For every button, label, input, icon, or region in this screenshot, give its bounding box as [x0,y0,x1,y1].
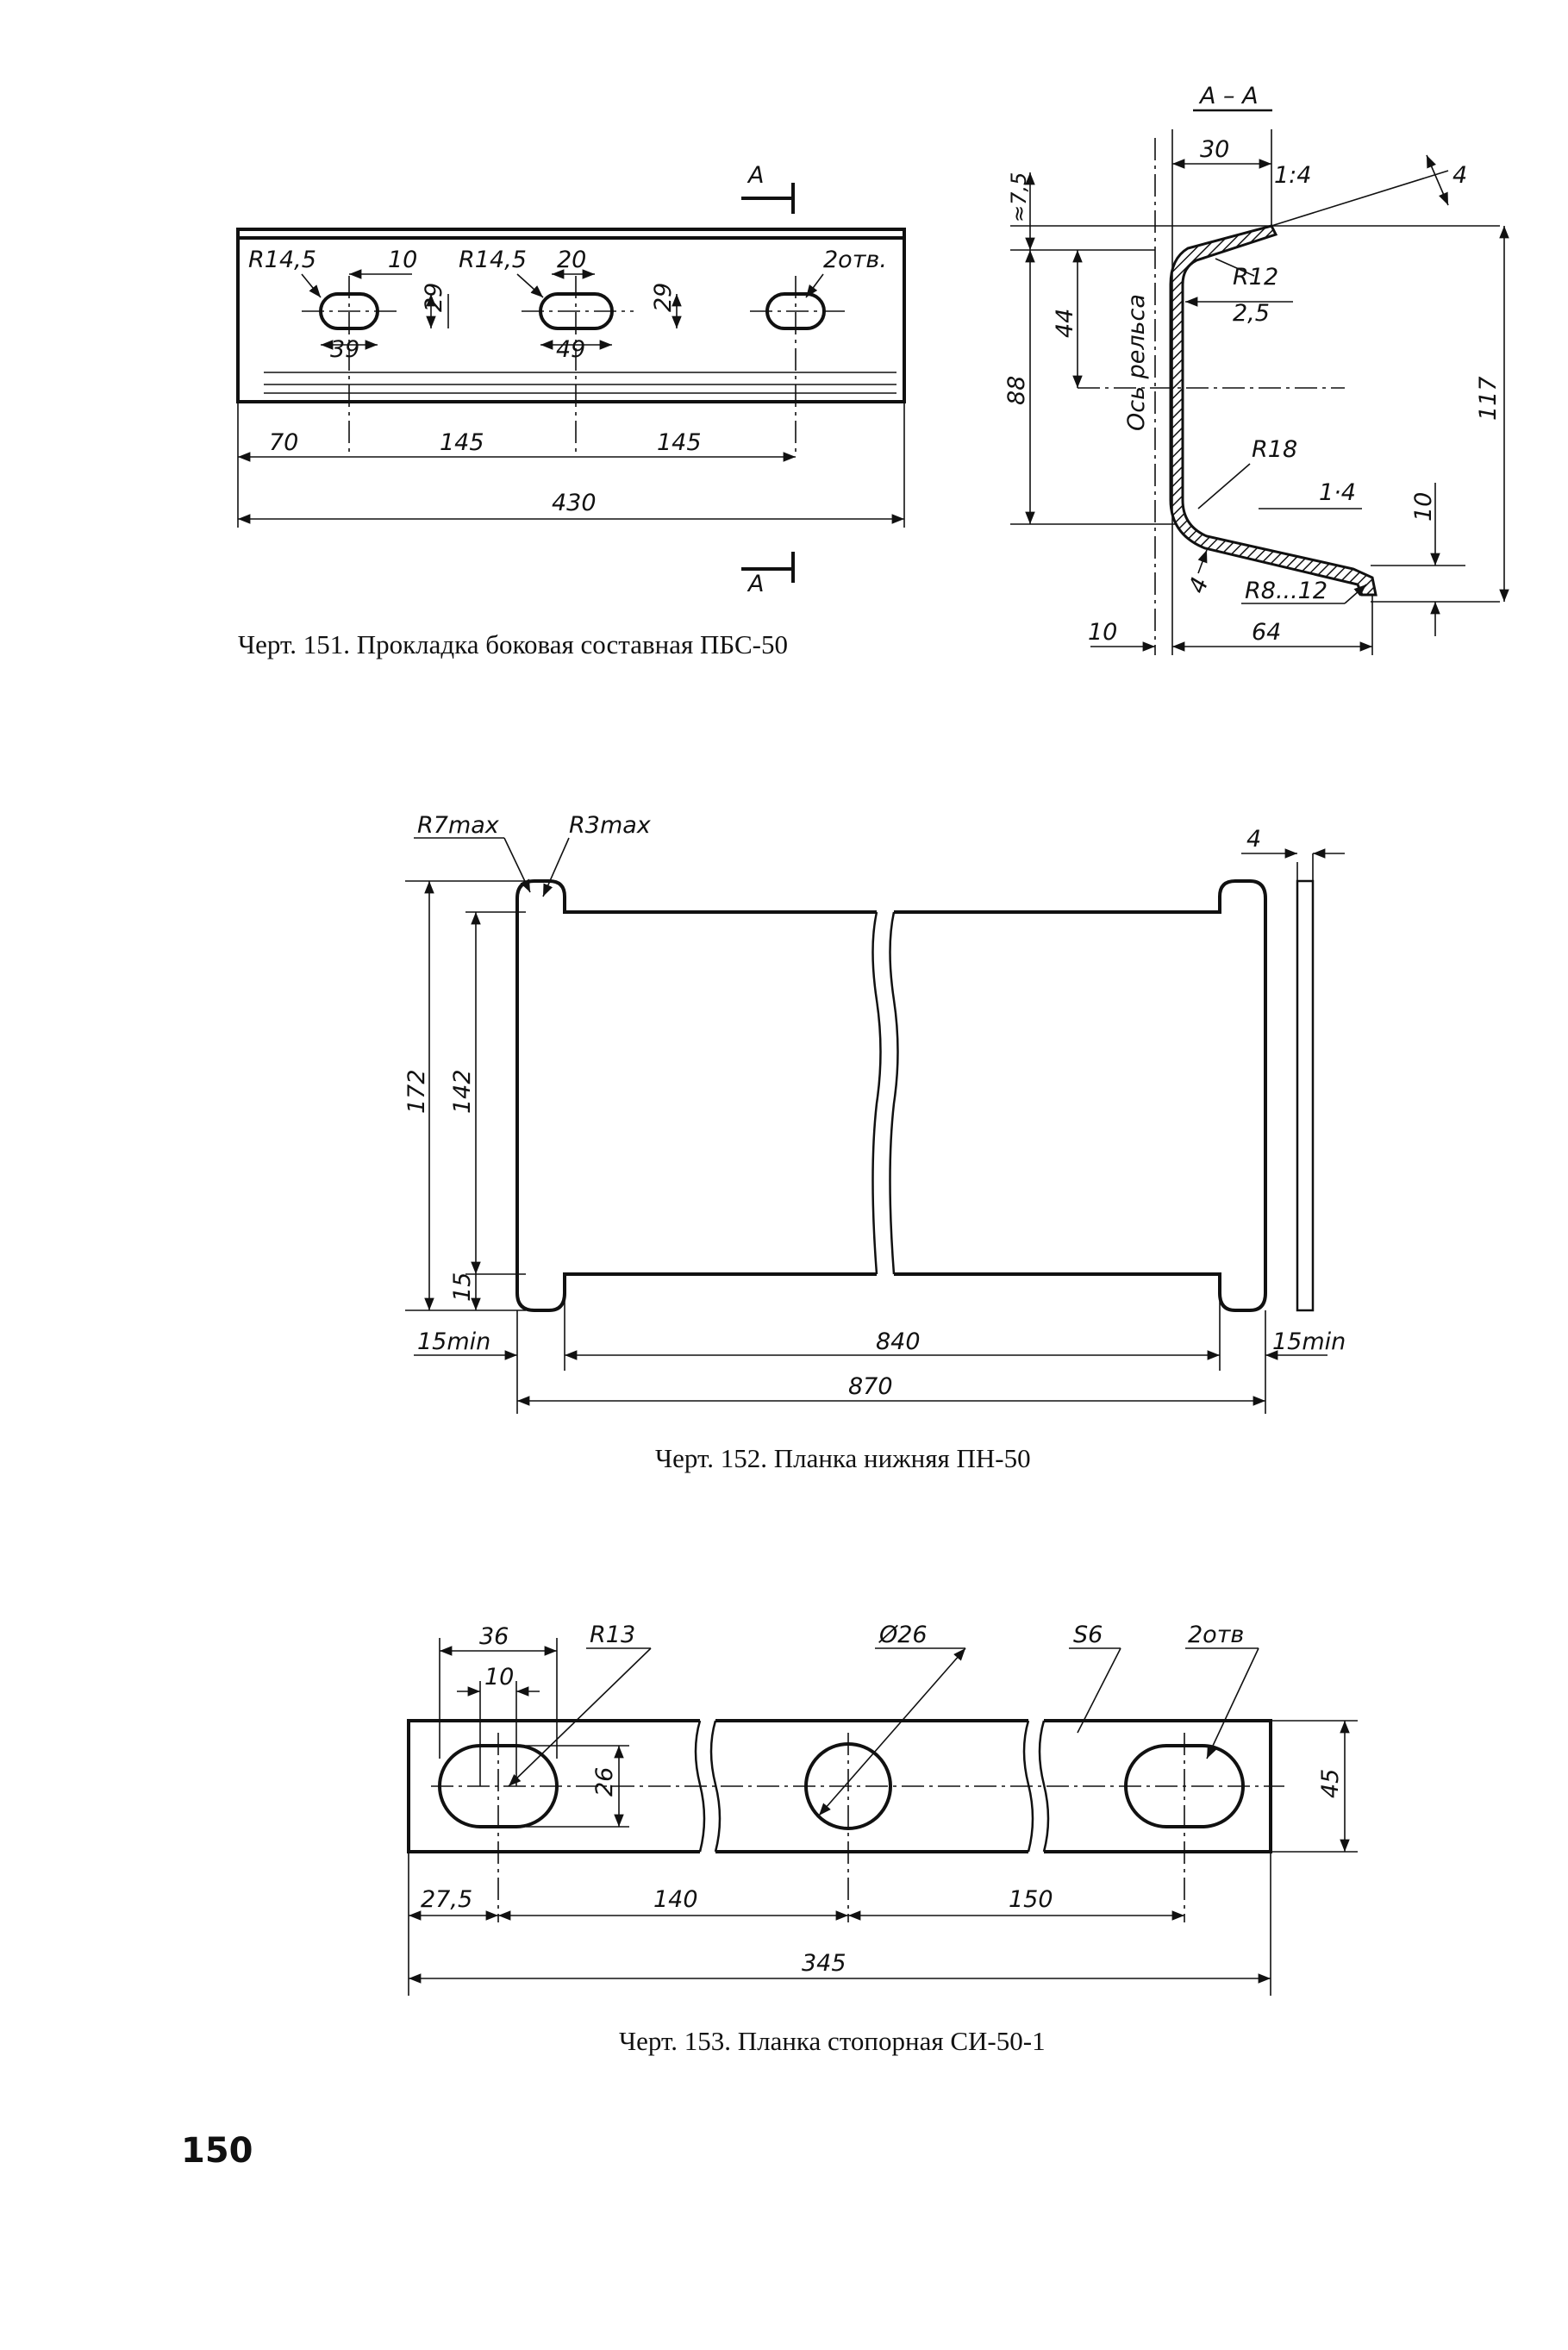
page-number: 150 [181,2131,253,2171]
label-345: 345 [802,1950,846,1977]
label-45: 45 [1317,1769,1344,1798]
label-39: 39 [330,336,359,363]
label-29-a: 29 [421,283,447,312]
label-10: 10 [388,247,417,273]
label-70: 70 [269,429,298,456]
label-4-a: 4 [1452,162,1467,189]
label-approx-7-5: ≈7,5 [1007,172,1031,222]
label-140: 140 [653,1886,698,1913]
label-2-holes: 2отв. [823,247,887,273]
label-30: 30 [1200,136,1229,163]
label-64: 64 [1252,619,1281,646]
label-2-holes: 2отв [1188,1622,1244,1648]
section-title: А – А [1198,83,1259,109]
label-r8-12: R8...12 [1245,578,1327,604]
label-15min-left: 15min [417,1328,490,1355]
label-r14-5-a: R14,5 [248,247,316,273]
label-diameter-26: Ø26 [878,1622,928,1648]
label-10-bottom: 10 [1088,619,1117,646]
label-49: 49 [556,336,585,363]
label-36: 36 [479,1623,509,1650]
label-172: 172 [403,1069,430,1114]
label-r3max: R3max [569,812,652,839]
label-150: 150 [1009,1886,1053,1913]
drawing-153: 36 10 R13 Ø26 S6 2отв 26 45 27,5 140 150… [407,1622,1358,2056]
label-430: 430 [552,490,597,516]
label-r7max: R7max [417,812,500,839]
label-r12: R12 [1233,264,1278,291]
label-44: 44 [1052,309,1078,338]
label-10: 10 [484,1664,514,1691]
label-r13: R13 [590,1622,635,1648]
label-s6: S6 [1073,1622,1103,1648]
caption-151: Черт. 151. Прокладка боковая составная П… [238,629,788,659]
label-2-5: 2,5 [1233,300,1270,327]
label-15: 15 [449,1272,476,1302]
section-a-a: А – А Ось рельса 30 1:4 4 ≈7,5 [1003,83,1509,655]
label-145-a: 145 [440,429,484,456]
label-20: 20 [557,247,586,273]
label-142: 142 [449,1069,476,1114]
label-145-b: 145 [657,429,702,456]
label-26: 26 [591,1767,618,1797]
label-slope-1-4-b: 1·4 [1319,479,1356,506]
label-870: 870 [848,1373,893,1400]
label-4: 4 [1246,826,1261,853]
label-4-b: 4 [1184,574,1214,597]
section-mark-a-top: А [747,162,764,189]
caption-152: Черт. 152. Планка нижняя ПН-50 [655,1443,1031,1473]
drawing-152: 4 R7max R3max 172 142 15 15min 840 15min… [403,812,1346,1473]
label-29-b: 29 [650,283,677,312]
label-r14-5-b: R14,5 [459,247,527,273]
label-r18: R18 [1252,436,1297,463]
label-27-5: 27,5 [421,1886,472,1913]
drawing-151: R14,5 10 R14,5 20 2отв. 29 29 39 49 70 1… [236,83,1509,659]
label-10-vert: 10 [1410,492,1437,522]
label-slope-1-4: 1:4 [1274,162,1311,189]
label-15min-right: 15min [1272,1328,1346,1355]
label-840: 840 [876,1328,921,1355]
caption-153: Черт. 153. Планка стопорная СИ-50-1 [619,2026,1046,2056]
label-117: 117 [1475,376,1502,421]
section-mark-a-bottom: А [747,571,764,597]
label-rail-axis: Ось рельса [1123,294,1150,431]
label-88: 88 [1003,376,1030,405]
